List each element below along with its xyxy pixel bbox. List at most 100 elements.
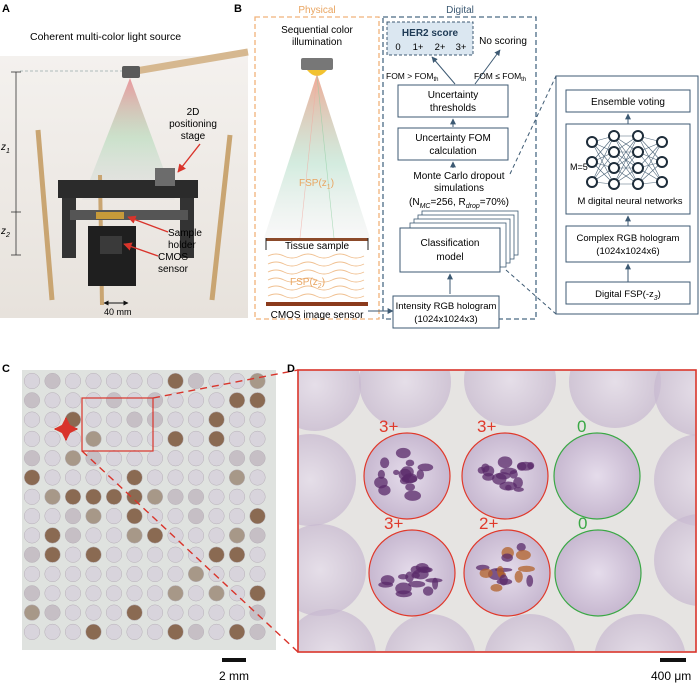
panel-b-letter: B: [234, 3, 242, 15]
support-rod-right: [209, 134, 233, 301]
her2-score-0: 0: [395, 42, 400, 53]
fom-greater-label: FOM > FOMth: [386, 71, 438, 83]
tissue-core: [146, 488, 164, 505]
tissue-core: [105, 488, 123, 505]
stain-blob: [422, 586, 434, 596]
model-detail-frame: [555, 75, 699, 315]
tissue-core: [44, 488, 61, 505]
fom-less-equal-label: FOM ≤ FOMth: [474, 71, 526, 83]
tissue-core: [23, 450, 41, 467]
nn-node: [656, 156, 668, 168]
tissue-core: [105, 469, 123, 486]
stain-blob: [514, 570, 523, 583]
nn-node: [608, 162, 620, 174]
tissue-core: [126, 546, 143, 563]
scored-core: 3+: [363, 417, 451, 520]
stain-blob: [496, 565, 504, 576]
tissue-core: [167, 565, 184, 583]
tissue-core: [146, 565, 164, 583]
tissue-core: [44, 392, 61, 409]
zoom-line-bottom: [505, 269, 557, 315]
tissue-core: [105, 623, 123, 640]
tissue-core: [167, 604, 184, 621]
core-score-label: 3+: [477, 417, 496, 436]
tissue-core: [126, 623, 143, 640]
green-ray: [316, 75, 335, 239]
tissue-core: [208, 565, 225, 583]
stain-blob: [412, 569, 429, 580]
tissue-core: [167, 623, 184, 640]
background-core: [484, 614, 576, 651]
stain-blob: [516, 462, 527, 471]
her2-score-title: HER2 score: [402, 28, 459, 39]
nn-node: [656, 136, 668, 148]
tissue-core: [126, 508, 143, 525]
stain-blob: [398, 573, 409, 580]
ensemble-voting-box: [565, 89, 691, 113]
tissue-core: [249, 372, 266, 390]
core-tissue: [554, 433, 640, 519]
tissue-core: [44, 469, 61, 486]
monte-carlo-label-2: simulations: [434, 183, 484, 194]
zoom-line-c-bottom: [81, 450, 299, 653]
panel-c-letter: C: [2, 363, 10, 375]
tissue-core: [105, 527, 123, 544]
stage-label-2: positioning: [169, 119, 217, 130]
tissue-core: [64, 372, 82, 390]
zoom-region: [81, 397, 154, 452]
thresholds-label-2: thresholds: [430, 103, 476, 114]
stain-blob: [417, 463, 434, 472]
tissue-core: [249, 546, 266, 563]
tissue-core: [249, 411, 266, 428]
complex-label-1: Complex RGB hologram: [577, 233, 680, 244]
tissue-core: [167, 411, 184, 428]
tissue-core: [208, 623, 225, 640]
complex-hologram-box: [565, 225, 691, 263]
tissue-core: [23, 508, 41, 525]
tissue-core: [187, 411, 205, 428]
tissue-core: [208, 469, 225, 486]
nn-edge: [637, 151, 663, 183]
source-housing: [301, 58, 333, 70]
intensity-hologram-box: [392, 295, 500, 329]
illumination-label-1: Sequential color: [281, 25, 353, 36]
fom-calculation-box: [397, 127, 509, 161]
tissue-core: [23, 623, 41, 640]
tissue-core: [167, 430, 184, 447]
tissue-core: [146, 372, 164, 390]
scored-core: 3+: [461, 417, 549, 520]
panel-a-letter: A: [2, 3, 10, 15]
tissue-core: [23, 372, 41, 390]
tissue-core: [167, 469, 184, 486]
digital-title: Digital: [446, 5, 474, 16]
nn-edge: [591, 135, 615, 183]
light-arm: [129, 48, 249, 76]
fom-calc-label-1: Uncertainty FOM: [415, 133, 491, 144]
stain-blob: [425, 578, 443, 583]
tissue-core: [85, 372, 102, 390]
tissue-core: [23, 430, 41, 447]
tissue-core: [85, 508, 102, 525]
tissue-core: [146, 392, 164, 409]
monte-carlo-params: (NMC=256, Rdrop=70%): [409, 197, 509, 210]
tissue-core: [146, 585, 164, 602]
tissue-core: [187, 488, 205, 505]
background-core: [654, 371, 695, 436]
tissue-core: [105, 450, 123, 467]
tissue-core: [228, 469, 246, 486]
tissue-core: [44, 527, 61, 544]
panel-a: A Coherent multi-color light source z1 z…: [0, 3, 249, 318]
stain-blob: [501, 553, 513, 562]
nn-node: [632, 146, 644, 158]
background-core: [654, 514, 695, 606]
stain-blob: [505, 484, 512, 491]
tissue-core: [44, 585, 61, 602]
branch-arrow-noscore: [474, 49, 501, 85]
tissue-core: [44, 430, 61, 447]
panel-d-letter: D: [287, 363, 295, 375]
tissue-core: [126, 488, 143, 505]
physical-frame: [254, 16, 380, 320]
her2-score-2: 2+: [435, 42, 446, 53]
tissue-label: Tissue sample: [285, 241, 350, 252]
tissue-core: [23, 527, 41, 544]
